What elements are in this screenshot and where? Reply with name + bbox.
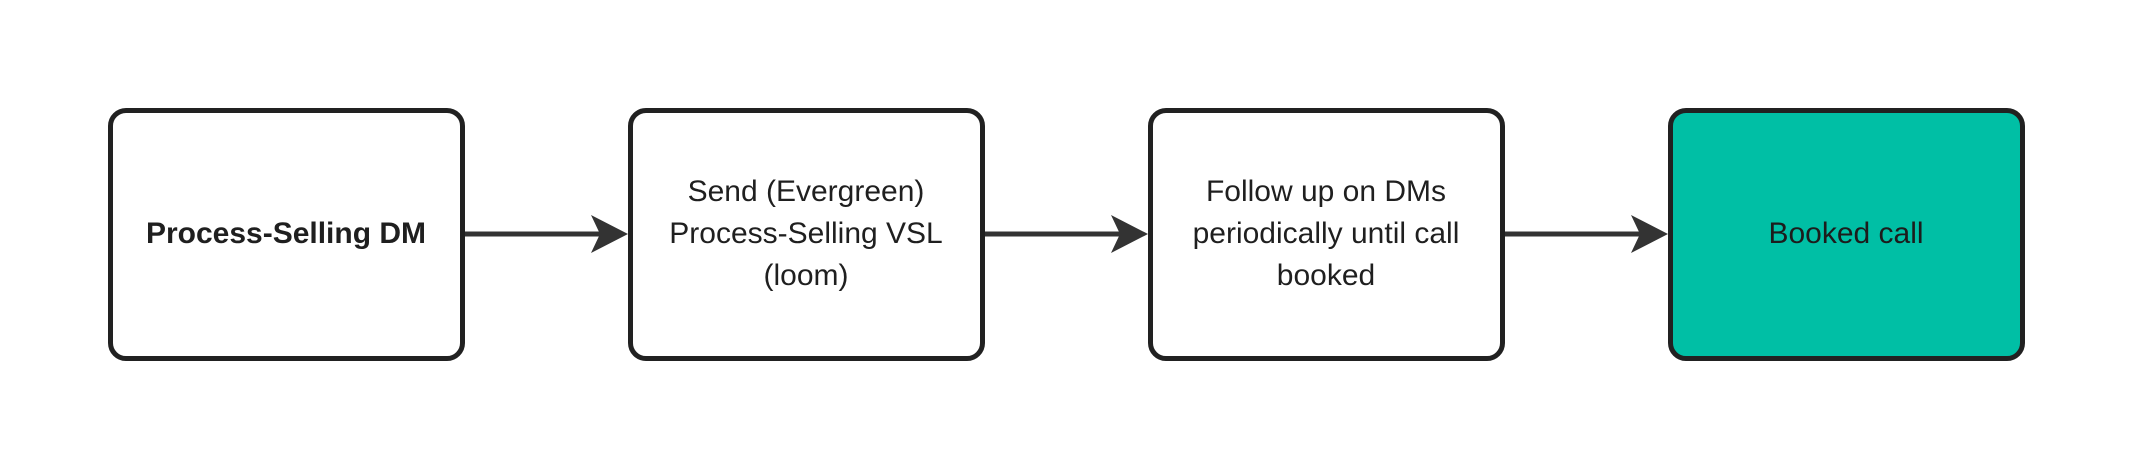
flow-arrow-icon [464, 215, 628, 253]
node-follow-up-dms[interactable]: Follow up on DMs periodically until call… [1147, 107, 1505, 361]
flow-arrow-icon [984, 215, 1148, 253]
arrow-head [590, 215, 628, 253]
node-booked-call[interactable]: Booked call [1667, 107, 2025, 361]
arrow-head [1110, 215, 1148, 253]
node-label: Send (Evergreen) Process-Selling VSL (lo… [669, 175, 943, 292]
node-label: Follow up on DMs periodically until call… [1192, 175, 1460, 292]
node-label: Booked call [1768, 217, 1924, 250]
flow-arrow-icon [1504, 215, 1668, 253]
node-send-evergreen-vsl[interactable]: Send (Evergreen) Process-Selling VSL (lo… [627, 107, 985, 361]
node-process-selling-dm[interactable]: Process-Selling DM [107, 107, 465, 361]
node-label: Process-Selling DM [145, 217, 427, 250]
arrow-head [1630, 215, 1668, 253]
